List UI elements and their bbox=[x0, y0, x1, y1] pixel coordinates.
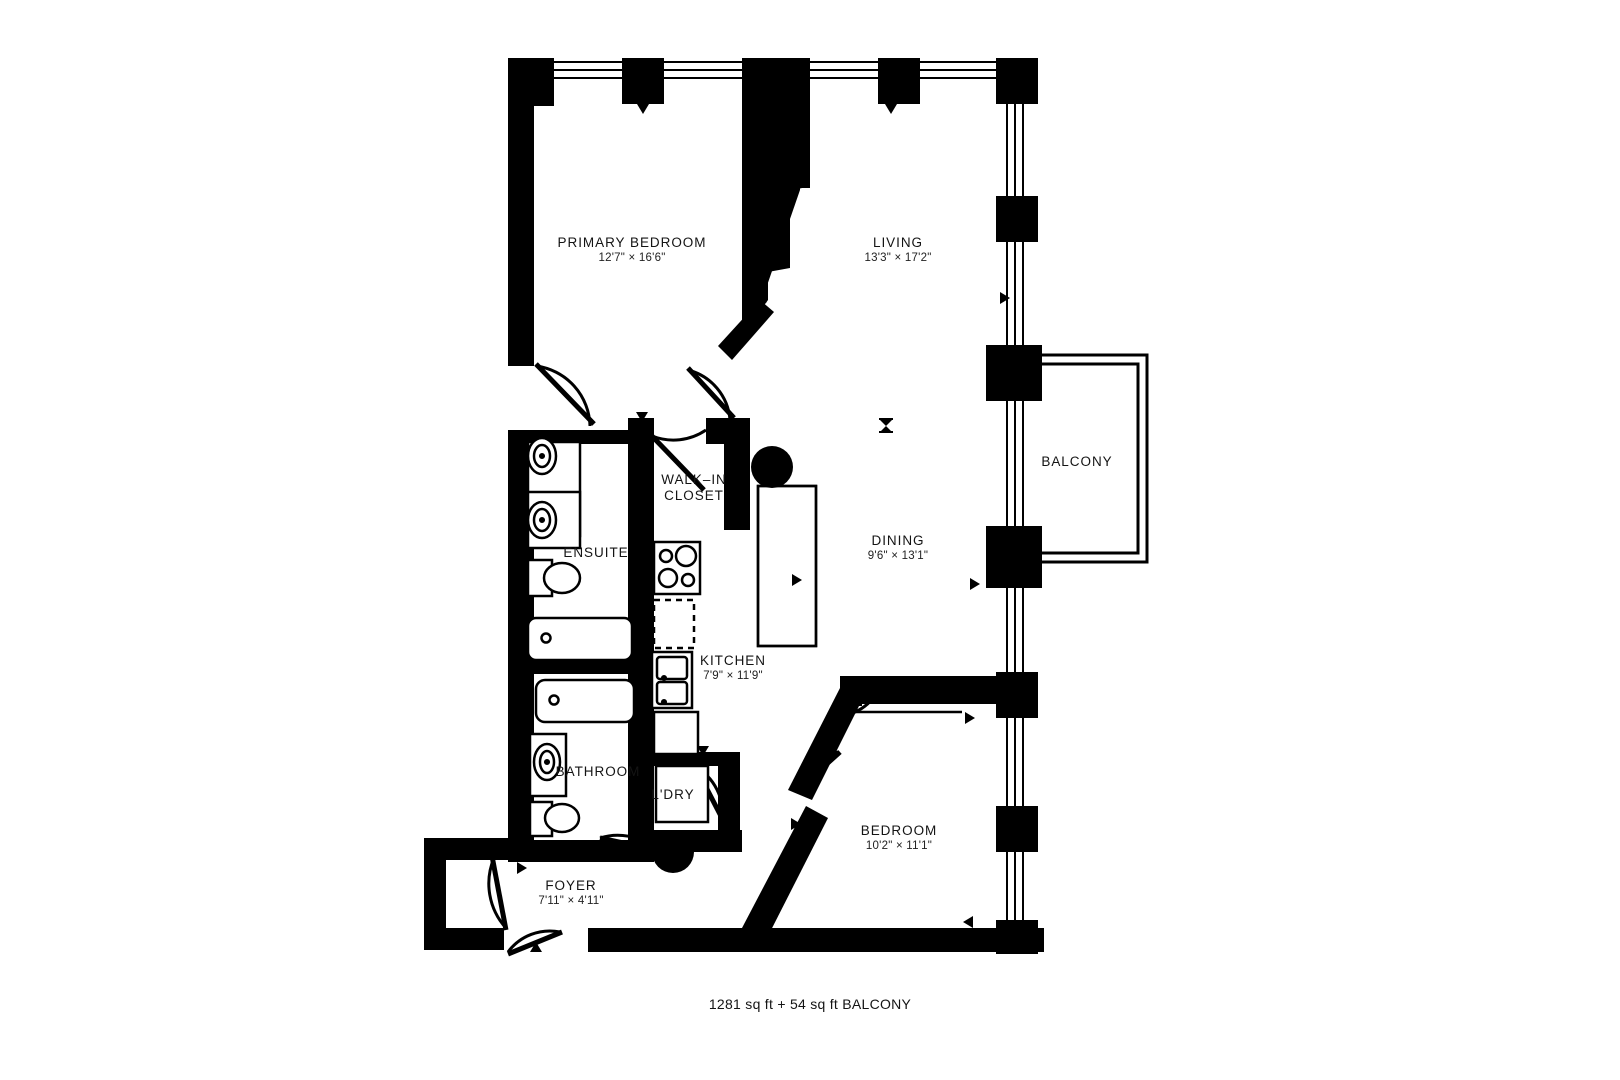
marker-kitchen-top bbox=[636, 532, 648, 542]
wall-angled-lower bbox=[718, 300, 774, 360]
column-right-3 bbox=[986, 526, 1042, 588]
wall-closet-right bbox=[724, 418, 750, 530]
marker-angled-1 bbox=[762, 166, 772, 178]
area-caption: 1281 sq ft + 54 sq ft BALCONY bbox=[708, 996, 912, 1012]
door-bedroom bbox=[798, 750, 839, 787]
marker-right-2 bbox=[970, 578, 980, 590]
door-bathroom bbox=[599, 833, 655, 850]
window-direction-markers bbox=[514, 104, 1010, 952]
marker-laundry bbox=[697, 746, 709, 756]
round-column-foyer bbox=[652, 831, 694, 873]
marker-island bbox=[792, 574, 802, 586]
marker-foyer-1 bbox=[517, 862, 527, 874]
ensuite-fixtures bbox=[526, 436, 634, 662]
toilet-bowl-bathroom bbox=[543, 802, 581, 834]
marker-closet bbox=[636, 412, 648, 422]
wall-bathroom-bottom bbox=[508, 840, 654, 862]
dishwasher bbox=[652, 598, 696, 650]
washer-dryer-stack bbox=[654, 764, 710, 824]
column-right-2 bbox=[986, 345, 1042, 401]
column-top-right bbox=[996, 58, 1038, 104]
kitchen-island-counter bbox=[756, 484, 818, 648]
wall-foyer-door-jamb bbox=[482, 928, 504, 950]
round-column-kitchen bbox=[751, 446, 793, 488]
marker-right-1 bbox=[1000, 292, 1010, 304]
marker-foyer-2 bbox=[586, 846, 598, 856]
door-foyer-entry bbox=[487, 857, 508, 930]
kitchen-fixtures bbox=[650, 484, 818, 756]
balcony-railing bbox=[1018, 353, 1149, 564]
round-columns bbox=[652, 446, 793, 873]
bathroom-fixtures bbox=[528, 678, 636, 838]
marker-top-1 bbox=[637, 104, 649, 114]
wall-bedroom-angled-lower bbox=[742, 806, 828, 940]
marker-foyer-3 bbox=[530, 942, 542, 952]
wall-bottom-main bbox=[588, 928, 1044, 952]
refrigerator bbox=[652, 710, 700, 756]
wall-foyer-bottom-left bbox=[424, 928, 496, 950]
wall-bathroom-divider bbox=[508, 660, 628, 674]
marker-bedroom bbox=[791, 818, 801, 830]
marker-kitchen bbox=[636, 578, 646, 590]
door-bedroom-closet bbox=[849, 693, 878, 716]
toilet-bowl-ensuite bbox=[542, 561, 582, 595]
bathtub-ensuite bbox=[526, 616, 634, 662]
marker-angled-2 bbox=[757, 296, 767, 308]
marker-bedroom-closet bbox=[965, 712, 975, 724]
wall-foyer-left bbox=[424, 838, 446, 950]
wall-laundry-top bbox=[654, 752, 720, 766]
column-top-3 bbox=[878, 58, 920, 104]
column-right-5 bbox=[996, 806, 1038, 852]
marker-left-1 bbox=[514, 166, 524, 178]
column-right-1 bbox=[996, 196, 1038, 242]
marker-bedroom-bottom bbox=[963, 916, 973, 928]
laundry-fixtures bbox=[654, 764, 710, 824]
marker-top-2 bbox=[885, 104, 897, 114]
ceiling-fixture-marker bbox=[879, 418, 893, 433]
door-foyer-inner bbox=[506, 929, 561, 953]
wall-foyer-top bbox=[424, 838, 516, 860]
column-top-1 bbox=[622, 58, 664, 104]
bathtub-bathroom bbox=[534, 678, 636, 724]
